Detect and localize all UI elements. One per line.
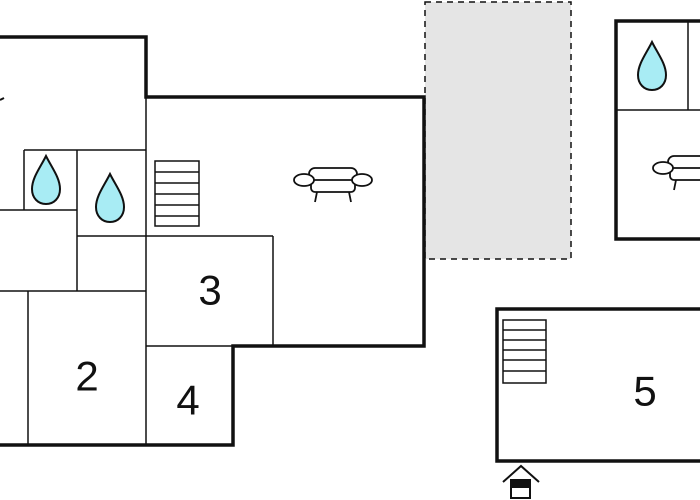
- room-label-2: 2: [75, 353, 98, 400]
- terrace-area: [424, 1, 572, 260]
- right-top-building-outline: [614, 19, 700, 241]
- room-label-3: 3: [198, 267, 221, 314]
- stairs-icon: [502, 319, 547, 384]
- main-building-outline: [0, 35, 426, 447]
- room-label-5: 5: [633, 368, 656, 415]
- building-5-outline: [495, 307, 700, 463]
- arrow-stub: [0, 97, 5, 101]
- interior-walls: [0, 97, 274, 445]
- room-label-4: 4: [176, 377, 199, 424]
- stairs-icon: [154, 160, 200, 227]
- entrance-icon: [502, 464, 540, 499]
